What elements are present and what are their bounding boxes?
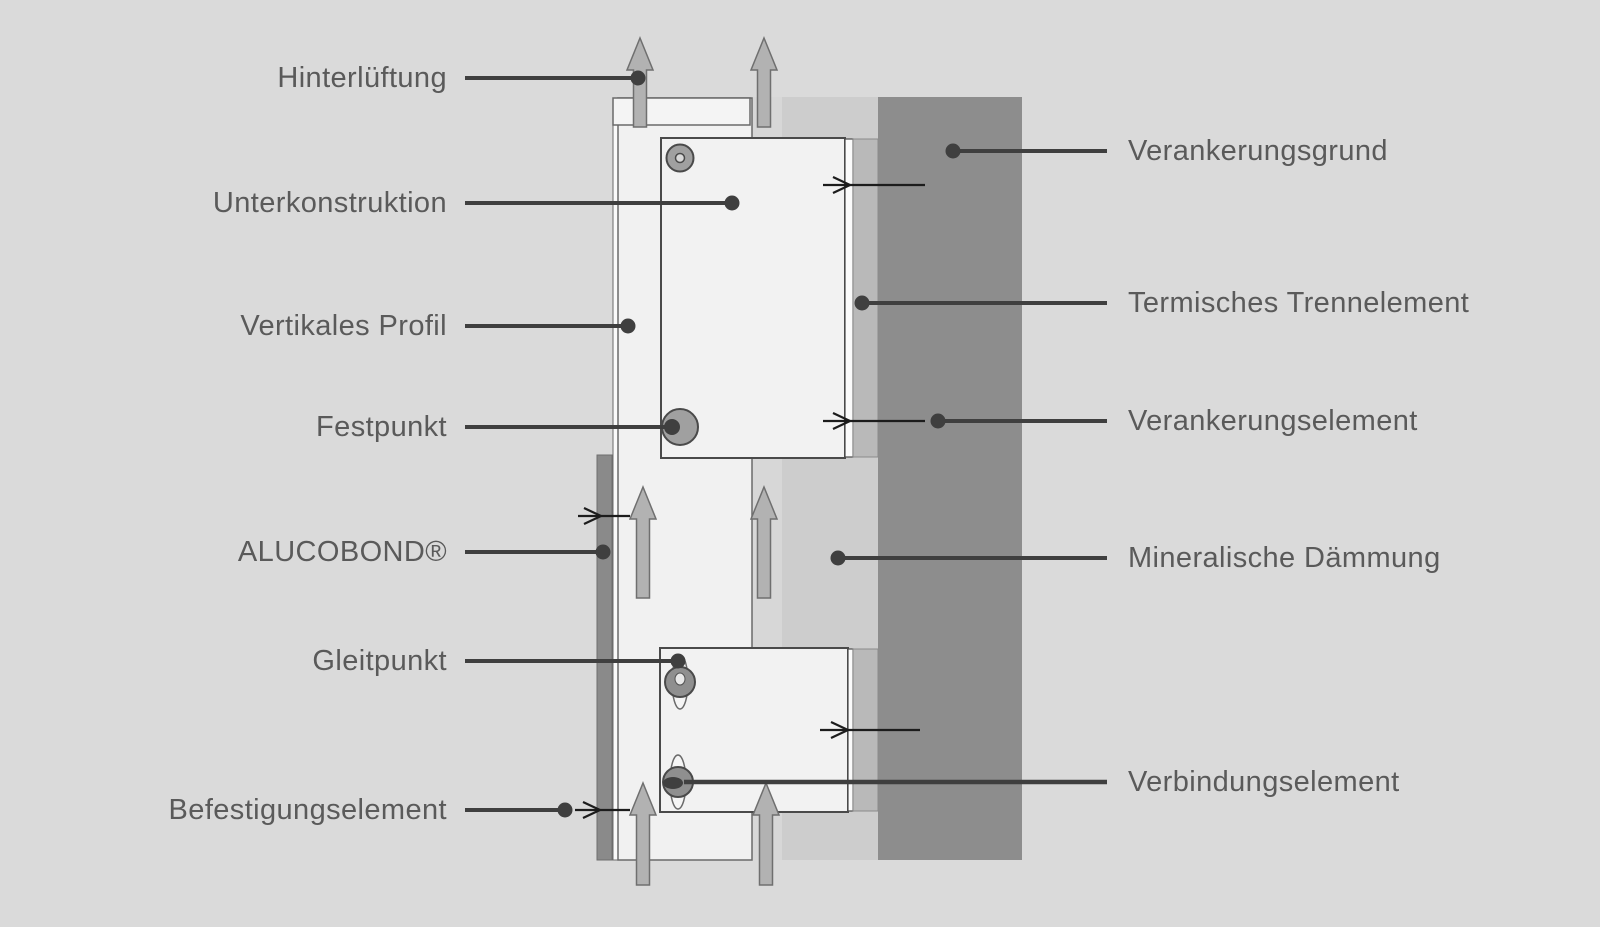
leader-dot [620, 318, 636, 334]
label-verankerungselement: Verankerungselement [1128, 405, 1418, 437]
left-labels: Hinterlüftung Unterkonstruktion Vertikal… [169, 62, 447, 826]
leader-dot [557, 802, 573, 818]
anchor-arrow-icon [575, 801, 630, 819]
left-leader-dots [557, 70, 740, 818]
label-alucobond: ALUCOBOND® [238, 536, 447, 568]
upper-bracket [660, 137, 846, 459]
anchor-arrow-icon [820, 721, 920, 739]
label-festpunkt: Festpunkt [316, 411, 447, 443]
label-gleitpunkt: Gleitpunkt [312, 645, 447, 677]
ventilation-arrow-icon [749, 36, 779, 128]
ventilation-arrow-icon [749, 485, 779, 599]
leader-dot [670, 653, 686, 669]
right-labels: Verankerungsgrund Termisches Trennelemen… [1128, 135, 1469, 798]
anchor-arrow-icon [823, 176, 925, 194]
ventilation-arrow-icon [628, 781, 658, 886]
leader-dot [630, 70, 646, 86]
right-leader-dots [663, 143, 961, 789]
anchoring-base-wall [878, 97, 1022, 860]
ventilation-arrow-icon [751, 781, 781, 886]
left-leaders [465, 76, 732, 812]
leader-dot [854, 295, 870, 311]
anchor-arrow-icon [578, 507, 630, 525]
leader-dot [664, 419, 680, 435]
label-verankerungsgrund: Verankerungsgrund [1128, 135, 1388, 167]
label-hinterlueftung: Hinterlüftung [277, 62, 447, 94]
anchor-arrow-icon [823, 412, 925, 430]
leader-dot [595, 544, 611, 560]
top-bolt-hole [674, 152, 686, 164]
leader-dot [945, 143, 961, 159]
anchor-arrows [575, 176, 925, 819]
right-leaders [684, 149, 1107, 785]
sliding-bolt-pin [663, 777, 683, 789]
ventilation-arrow-icon [628, 485, 658, 599]
label-verbindungselement: Verbindungselement [1128, 766, 1400, 798]
sliding-point-bolt-hole [674, 672, 686, 686]
leader-dot [724, 195, 740, 211]
label-befestigungselement: Befestigungselement [169, 794, 447, 826]
label-mineralische-daemmung: Mineralische Dämmung [1128, 542, 1441, 574]
label-vertikales-profil: Vertikales Profil [240, 310, 447, 342]
leader-dot [930, 413, 946, 429]
label-termisches-trennelement: Termisches Trennelement [1128, 287, 1469, 319]
leader-dot [830, 550, 846, 566]
label-unterkonstruktion: Unterkonstruktion [213, 187, 447, 219]
